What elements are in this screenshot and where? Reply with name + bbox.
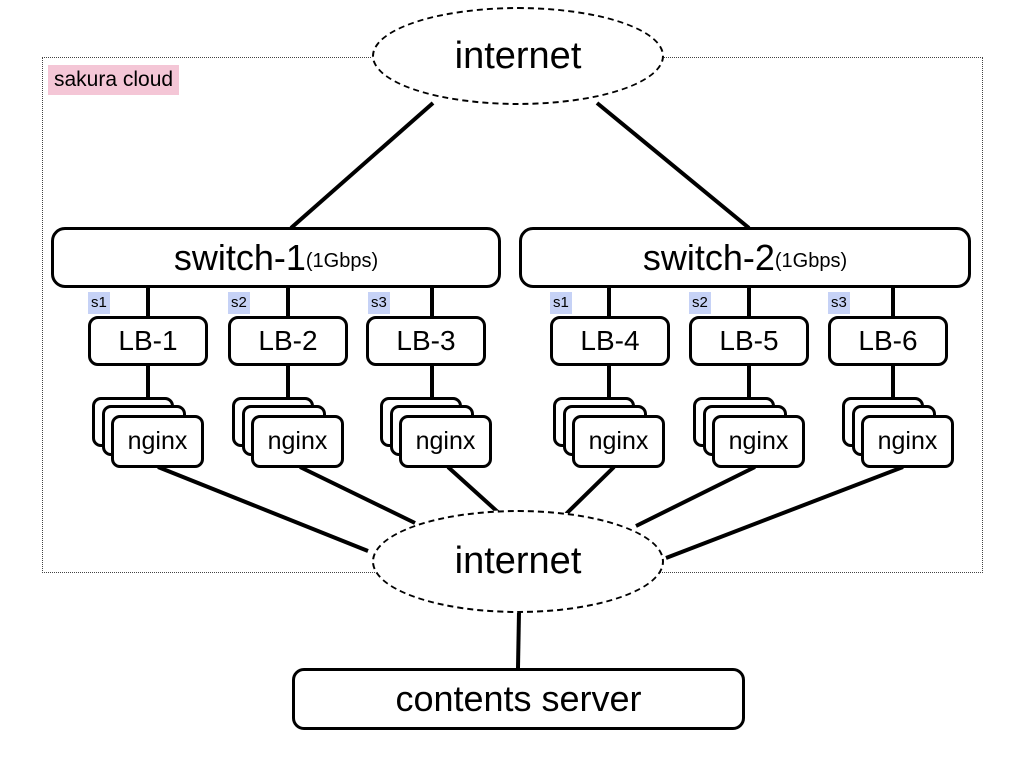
contents-server-label: contents server xyxy=(395,678,642,719)
lb-1: LB-1 xyxy=(88,316,208,366)
link-internet-contents-server xyxy=(516,611,521,669)
lb-5: LB-5 xyxy=(689,316,809,366)
contents-server: contents server xyxy=(292,668,745,730)
lb-6: LB-6 xyxy=(828,316,948,366)
link-nginx-6-internet xyxy=(665,465,904,560)
sakura-cloud-region xyxy=(42,57,983,573)
link-internet-switch-2 xyxy=(595,101,751,230)
slot-label-lb-6: s3 xyxy=(828,292,850,314)
nginx-instance-front: nginx xyxy=(861,415,954,468)
slot-label-lb-2: s2 xyxy=(228,292,250,314)
nginx-instance-front: nginx xyxy=(572,415,665,468)
link-nginx-5-internet xyxy=(635,465,756,528)
switch-2-name: switch-2 xyxy=(642,236,775,278)
internet-cloud-top-label: internet xyxy=(454,34,582,77)
internet-cloud-bottom: internet xyxy=(372,510,664,613)
link-nginx-3-internet xyxy=(446,465,502,516)
switch-1-speed: (1Gbps) xyxy=(305,250,379,272)
nginx-instance-front: nginx xyxy=(399,415,492,468)
slot-label-lb-3: s3 xyxy=(368,292,390,314)
link-nginx-1-internet xyxy=(157,465,369,553)
switch-1-name: switch-1 xyxy=(173,236,306,278)
slot-label-lb-5: s2 xyxy=(689,292,711,314)
slot-label-lb-1: s1 xyxy=(88,292,110,314)
region-label: sakura cloud xyxy=(48,65,180,95)
nginx-instance-front: nginx xyxy=(251,415,344,468)
link-nginx-4-internet xyxy=(564,465,616,516)
link-internet-switch-1 xyxy=(289,101,435,230)
lb-2: LB-2 xyxy=(228,316,348,366)
nginx-instance-front: nginx xyxy=(712,415,805,468)
nginx-instance-front: nginx xyxy=(111,415,204,468)
internet-cloud-bottom-label: internet xyxy=(454,540,582,582)
switch-2-speed: (1Gbps) xyxy=(774,250,848,272)
link-nginx-2-internet xyxy=(299,465,416,525)
switch-1: switch-1(1Gbps) xyxy=(51,227,501,288)
lb-3: LB-3 xyxy=(366,316,486,366)
lb-4: LB-4 xyxy=(550,316,670,366)
switch-2: switch-2(1Gbps) xyxy=(519,227,971,288)
slot-label-lb-4: s1 xyxy=(550,292,572,314)
internet-cloud-top: internet xyxy=(372,7,664,105)
